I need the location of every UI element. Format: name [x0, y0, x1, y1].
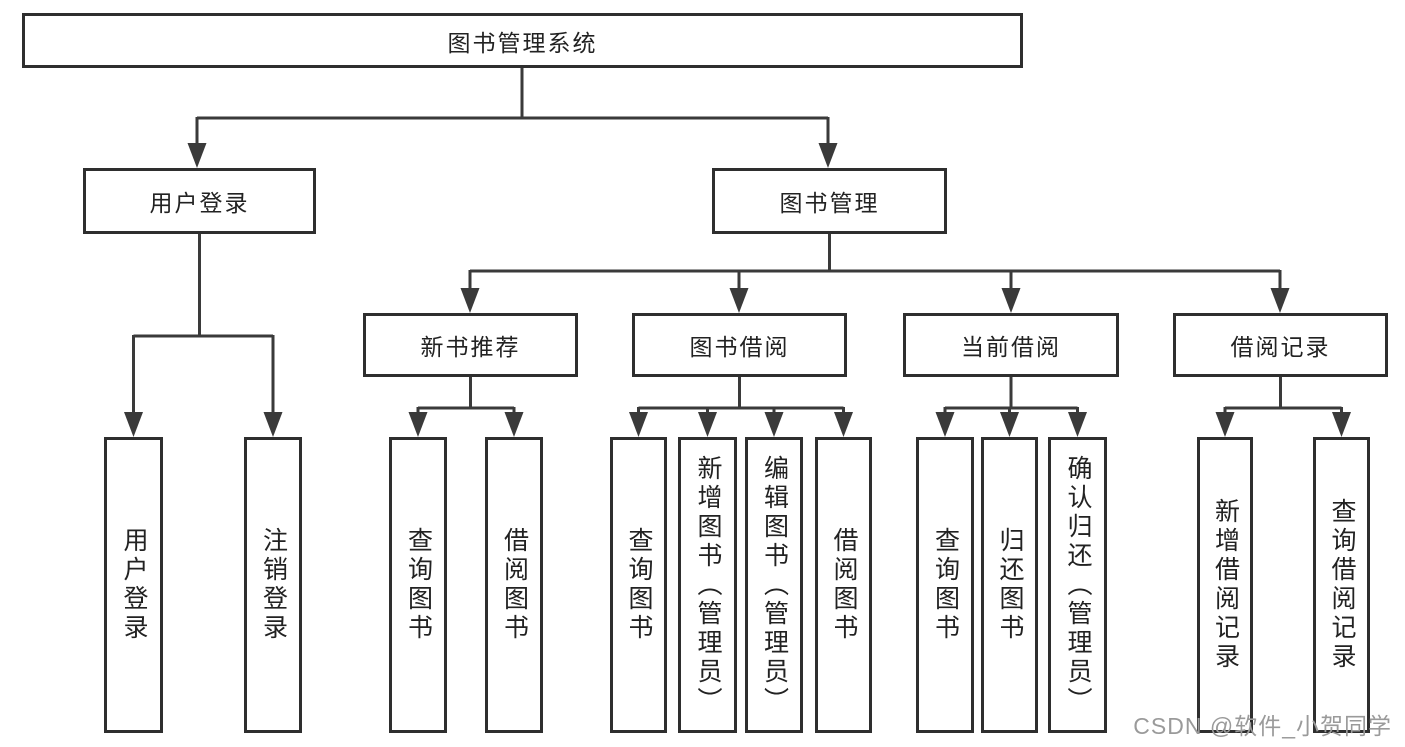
leaf-borrow-query-book: 查询图书 — [610, 437, 667, 733]
node-new-book-recommend: 新书推荐 — [363, 313, 578, 377]
leaf-current-confirm-return-admin-label: 确认归还（管理员） — [1064, 454, 1092, 716]
arrowheads-current-borrow — [935, 412, 1087, 437]
leaf-borrow-add-book-admin-label: 新增图书（管理员） — [694, 454, 722, 716]
node-user-login: 用户登录 — [83, 168, 316, 234]
connector-current-borrow-to-leaves — [943, 377, 1079, 417]
arrowheads-level2 — [187, 143, 838, 168]
leaf-user-login: 用户登录 — [104, 437, 163, 733]
node-new-book-recommend-label: 新书推荐 — [420, 334, 521, 360]
arrowheads-level3 — [460, 288, 1290, 313]
arrowheads-new-book — [408, 412, 524, 437]
leaf-current-query-book: 查询图书 — [916, 437, 974, 733]
node-borrow-record-label: 借阅记录 — [1230, 334, 1331, 360]
node-book-management: 图书管理 — [712, 168, 947, 234]
leaf-newbook-borrow-book: 借阅图书 — [485, 437, 543, 733]
leaf-current-confirm-return-admin: 确认归还（管理员） — [1048, 437, 1107, 733]
node-book-management-label: 图书管理 — [779, 190, 880, 216]
leaf-borrow-borrow-book: 借阅图书 — [815, 437, 872, 733]
csdn-watermark: CSDN @软件_小贺同学 — [1133, 713, 1392, 739]
node-root-label: 图书管理系统 — [447, 29, 598, 56]
node-current-borrow-label: 当前借阅 — [961, 334, 1061, 360]
node-user-login-label: 用户登录 — [149, 190, 250, 216]
leaf-current-return-book: 归还图书 — [981, 437, 1038, 733]
leaf-borrow-borrow-book-label: 借阅图书 — [830, 527, 858, 643]
leaf-record-add-record: 新增借阅记录 — [1197, 437, 1253, 733]
connector-book-borrow-to-leaves — [637, 377, 845, 417]
node-root: 图书管理系统 — [22, 13, 1023, 68]
node-book-borrow: 图书借阅 — [632, 313, 847, 377]
leaf-newbook-borrow-book-label: 借阅图书 — [500, 527, 529, 643]
leaf-borrow-add-book-admin: 新增图书（管理员） — [678, 437, 737, 733]
connector-borrow-record-to-leaves — [1223, 377, 1343, 417]
leaf-record-query-record-label: 查询借阅记录 — [1328, 498, 1356, 672]
leaf-current-return-book-label: 归还图书 — [996, 527, 1024, 643]
connector-new-book-to-leaves — [416, 377, 516, 417]
leaf-record-query-record: 查询借阅记录 — [1313, 437, 1370, 733]
leaf-current-query-book-label: 查询图书 — [931, 527, 960, 643]
node-book-borrow-label: 图书借阅 — [689, 334, 790, 360]
leaf-record-add-record-label: 新增借阅记录 — [1211, 498, 1240, 672]
arrowheads-borrow-record — [1215, 412, 1351, 437]
connector-book-mgmt-to-level3 — [468, 234, 1282, 293]
node-borrow-record: 借阅记录 — [1173, 313, 1388, 377]
leaf-borrow-query-book-label: 查询图书 — [625, 527, 653, 643]
node-current-borrow: 当前借阅 — [903, 313, 1119, 377]
leaf-borrow-edit-book-admin-label: 编辑图书（管理员） — [760, 454, 789, 716]
leaf-logout: 注销登录 — [244, 437, 302, 733]
arrowheads-user-login — [124, 412, 283, 437]
arrowheads-book-borrow — [629, 412, 853, 437]
connector-user-login-to-leaves — [132, 234, 275, 417]
leaf-newbook-query-book-label: 查询图书 — [404, 527, 433, 643]
leaf-newbook-query-book: 查询图书 — [389, 437, 447, 733]
leaf-logout-label: 注销登录 — [259, 527, 288, 643]
leaf-borrow-edit-book-admin: 编辑图书（管理员） — [745, 437, 803, 733]
leaf-user-login-label: 用户登录 — [120, 527, 148, 643]
connector-root-to-level2 — [195, 68, 830, 148]
